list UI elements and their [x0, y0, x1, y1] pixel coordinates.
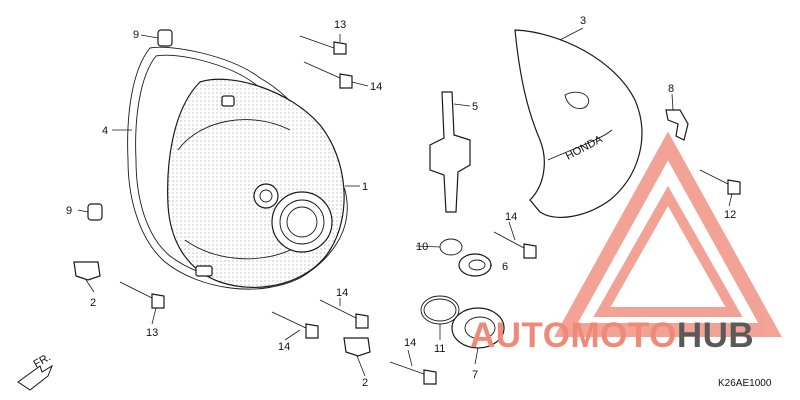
callout-14-mid: 14	[505, 211, 517, 223]
callout-1: 1	[362, 181, 368, 193]
clip-part-8	[665, 109, 689, 141]
bolt-part-12	[699, 169, 741, 195]
watermark-text-part1: AUTOMOTO	[470, 316, 677, 355]
bolt-part-14-lower-mid	[319, 299, 369, 329]
bolt-part-13-top	[299, 35, 347, 55]
callout-7: 7	[472, 369, 478, 381]
diagram-code: K26AE1000	[718, 378, 772, 389]
callout-2-bottom: 2	[362, 377, 368, 389]
o-ring-part-10	[439, 238, 463, 256]
callout-13-bottom: 13	[146, 327, 158, 339]
o-ring-part-11	[420, 295, 460, 325]
front-arrow-icon	[17, 364, 54, 391]
callout-13-top: 13	[334, 19, 346, 31]
watermark-text-part2: HUB	[676, 316, 755, 355]
bolt-part-14-lower-left	[271, 311, 319, 339]
bolt-part-14-bottom	[389, 361, 437, 385]
callout-14-upper: 14	[370, 81, 382, 93]
left-crankcase-cover-part-1	[167, 78, 345, 289]
callout-4: 4	[102, 125, 108, 137]
callout-14-lower-left: 14	[278, 341, 290, 353]
grommet-part-9-left	[87, 203, 103, 221]
cap-part-7	[451, 307, 505, 349]
clip-part-2-left	[73, 261, 101, 281]
callout-2-left: 2	[90, 297, 96, 309]
callout-11: 11	[434, 343, 445, 355]
callout-9-left: 9	[66, 205, 72, 217]
callout-3: 3	[580, 15, 586, 27]
cover-part-3: HONDA	[514, 29, 643, 218]
callout-12: 12	[724, 209, 736, 221]
callout-5: 5	[472, 101, 478, 113]
bolt-part-13-bottom	[119, 281, 165, 309]
grommet-part-9-top	[157, 29, 173, 47]
watermark-text: AUTOMOTOHUB	[470, 316, 754, 356]
bolt-part-14-mid	[493, 231, 537, 259]
callout-10: 10	[416, 241, 428, 253]
callout-14-lower-mid: 14	[336, 287, 348, 299]
watermark-logo	[554, 131, 782, 337]
bolt-part-14-top	[303, 61, 353, 89]
callout-9-top: 9	[133, 29, 139, 41]
leader-lines	[77, 27, 733, 377]
clip-part-2-bottom	[343, 337, 371, 357]
bracket-part-5	[429, 91, 471, 213]
callout-6: 6	[502, 261, 508, 273]
callout-8: 8	[668, 83, 674, 95]
cap-part-6	[458, 253, 492, 277]
callout-14-bottom: 14	[404, 337, 416, 349]
